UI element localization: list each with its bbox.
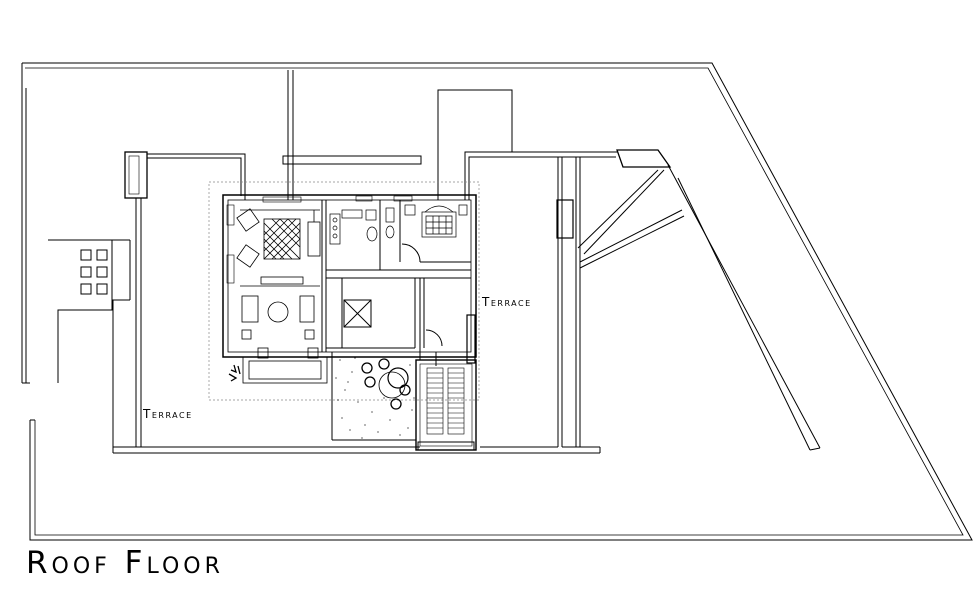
left-annex [48,239,131,383]
upper-structure [282,70,513,200]
site-boundary [21,62,973,541]
living-furniture [236,208,328,384]
diagonal-ramps [577,164,821,451]
terrace-label-left: Terrace [142,407,193,421]
stair-core [415,278,477,451]
terrace-label-right: Terrace [481,295,532,309]
service-fixtures [329,204,468,245]
left-terrace [112,151,600,454]
drawing-title: Roof Floor [26,545,224,581]
courtyard [228,352,416,441]
roof-projection [208,181,480,401]
courtyard-stipple [335,357,415,439]
main-building [222,194,477,364]
right-terrace [464,149,672,453]
